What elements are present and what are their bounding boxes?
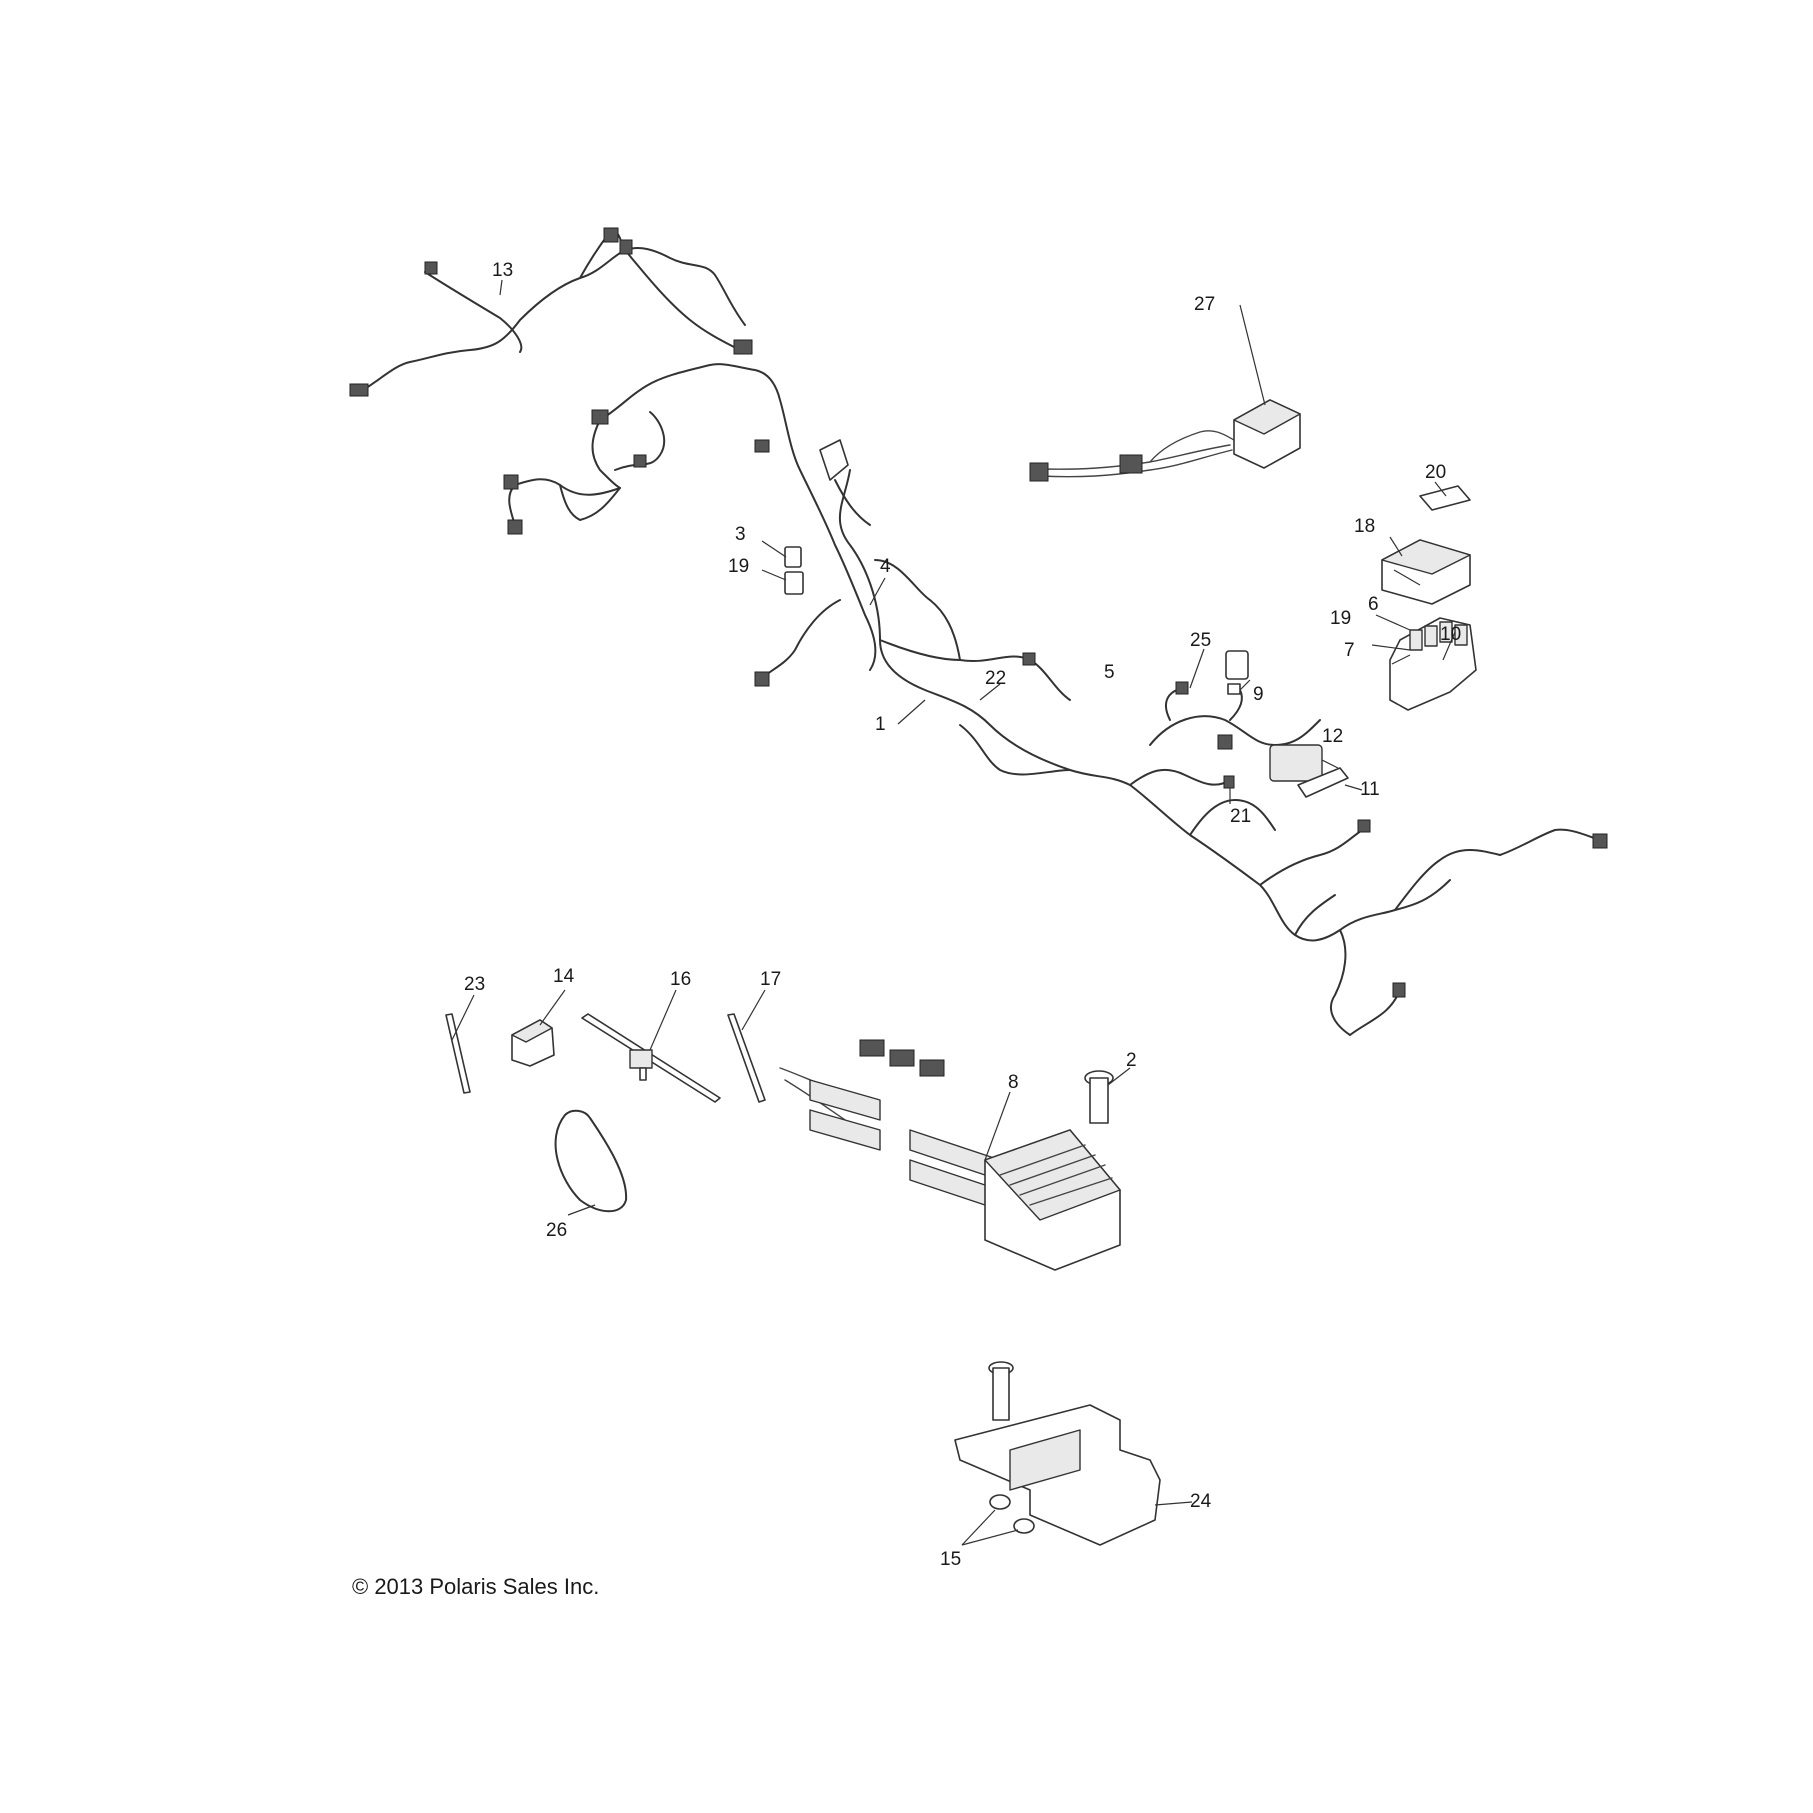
connector-13b xyxy=(424,261,438,275)
cable-tie-17 xyxy=(727,1013,766,1103)
connector-1b xyxy=(1022,652,1036,666)
connector-27a xyxy=(1029,462,1049,482)
fuse-holder-25 xyxy=(1225,650,1249,680)
callout-13: 13 xyxy=(492,260,513,281)
connector-left-c xyxy=(507,519,523,535)
connector-13a xyxy=(349,383,369,397)
harness-branch-left xyxy=(503,363,877,671)
connector-13d xyxy=(619,239,633,255)
relay-10a xyxy=(1439,621,1453,643)
callout-24: 24 xyxy=(1190,1491,1212,1512)
upper-small-parts xyxy=(784,439,871,595)
loop-tie-26 xyxy=(554,1109,628,1213)
connector-13e xyxy=(733,339,753,355)
callout-5: 5 xyxy=(1104,662,1115,683)
connector-1d xyxy=(1357,819,1371,833)
callout-14: 14 xyxy=(553,966,575,987)
callout-26: 26 xyxy=(546,1220,567,1241)
callout-16: 16 xyxy=(670,969,691,990)
connector-1a xyxy=(754,671,770,687)
callout-22: 22 xyxy=(985,668,1006,689)
leader-lines xyxy=(451,279,1456,1546)
callout-9: 9 xyxy=(1253,684,1264,705)
cable-tie-23 xyxy=(445,1013,471,1094)
fuse-holder-3 xyxy=(784,546,802,568)
connector-5 xyxy=(1175,681,1189,695)
fuse-box-parts xyxy=(1381,485,1477,711)
regulator-8 xyxy=(779,1039,1121,1271)
bracket-24 xyxy=(954,1361,1161,1546)
callout-11: 11 xyxy=(1360,779,1380,800)
callout-17: 17 xyxy=(760,969,781,990)
main-harness-1 xyxy=(754,469,1608,1036)
relay-10b xyxy=(1454,624,1468,646)
callout-15: 15 xyxy=(940,1549,961,1570)
callout-6: 6 xyxy=(1368,594,1379,615)
connector-13c xyxy=(603,227,619,243)
connector-left-e xyxy=(754,439,770,453)
connector-1c xyxy=(1592,833,1608,849)
callout-2: 2 xyxy=(1126,1050,1137,1071)
bolt-2 xyxy=(1084,1070,1114,1124)
connector-left-b xyxy=(503,474,519,490)
callout-18: 18 xyxy=(1354,516,1375,537)
connector-left-a xyxy=(591,409,609,425)
callout-19-lower: 19 xyxy=(1330,608,1351,629)
copyright-notice: © 2013 Polaris Sales Inc. xyxy=(352,1574,600,1599)
relay-area xyxy=(1149,650,1349,798)
callout-20: 20 xyxy=(1425,462,1446,483)
callout-8: 8 xyxy=(1008,1072,1019,1093)
fuse-6b xyxy=(1424,625,1438,647)
callout-23: 23 xyxy=(464,974,485,995)
auxiliary-harness-27 xyxy=(1029,399,1301,482)
connector-1e xyxy=(1392,982,1406,998)
harness-branch-13 xyxy=(349,227,753,397)
callout-7: 7 xyxy=(1344,640,1355,661)
callout-12: 12 xyxy=(1322,726,1343,747)
nut-15a xyxy=(989,1494,1011,1510)
callout-19-upper: 19 xyxy=(728,556,749,577)
connector-27b xyxy=(1119,454,1143,474)
bracket-11 xyxy=(1297,767,1349,798)
relay-12-body xyxy=(1269,744,1323,782)
callout-1: 1 xyxy=(875,714,886,735)
callout-25: 25 xyxy=(1190,630,1211,651)
connector-21 xyxy=(1223,775,1235,789)
fuse-19 xyxy=(784,571,804,595)
callout-4: 4 xyxy=(880,556,891,577)
push-mount-tie-16 xyxy=(581,1013,721,1103)
callout-10: 10 xyxy=(1440,624,1461,645)
fuse-block-upper xyxy=(819,439,849,481)
callout-21: 21 xyxy=(1230,806,1251,827)
nut-15b xyxy=(1013,1518,1035,1534)
fuse-6a xyxy=(1409,629,1423,651)
connector-left-d xyxy=(633,454,647,468)
fuse-9 xyxy=(1227,683,1241,695)
connector-relay-a xyxy=(1217,734,1233,750)
callout-27: 27 xyxy=(1194,294,1215,315)
callout-3: 3 xyxy=(735,524,746,545)
callouts: 13 3 19 4 22 1 25 5 9 12 11 21 27 20 18 … xyxy=(464,260,1461,1570)
label-20 xyxy=(1419,485,1471,511)
